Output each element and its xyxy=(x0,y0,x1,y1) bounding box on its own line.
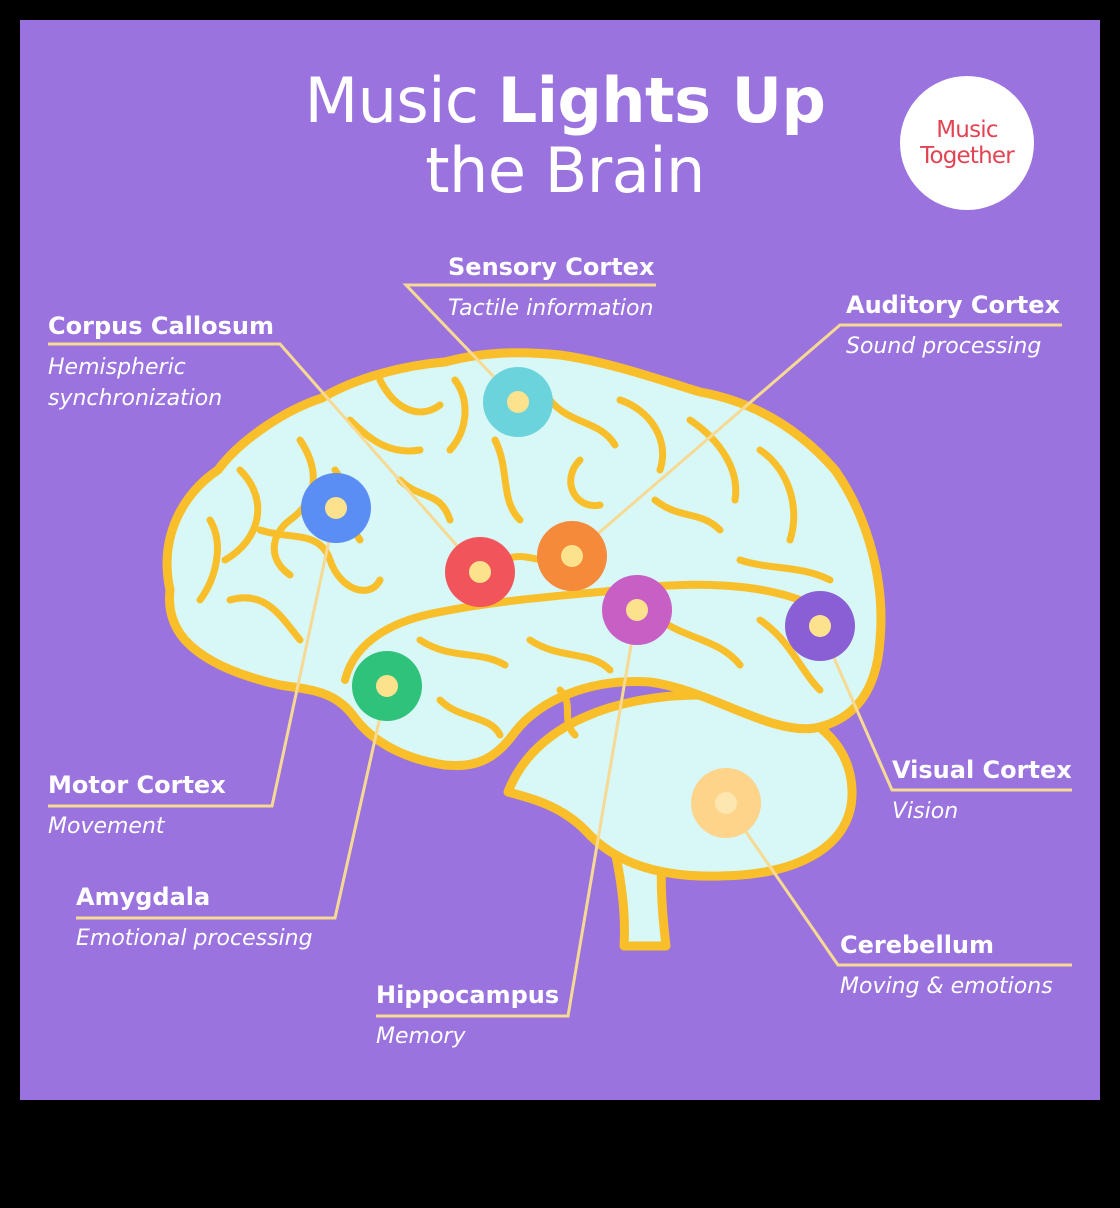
leader-line-visual-cortex xyxy=(818,625,1072,792)
marker-dot-visual-cortex xyxy=(809,615,831,637)
desc-visual-cortex: Vision xyxy=(892,799,959,824)
label-amygdala: Amygdala xyxy=(76,883,211,911)
region-marker-amygdala[interactable] xyxy=(352,651,422,721)
region-marker-motor-cortex[interactable] xyxy=(301,473,371,543)
marker-dot-cerebellum xyxy=(715,792,737,814)
region-marker-sensory-cortex[interactable] xyxy=(483,367,553,437)
desc-hippocampus: Memory xyxy=(376,1024,466,1049)
music-together-logo-icon[interactable]: Music Together xyxy=(900,76,1034,210)
leader-line-motor-cortex xyxy=(48,507,338,808)
label-auditory-cortex: Auditory Cortex xyxy=(846,291,1061,319)
label-sensory-cortex: Sensory Cortex xyxy=(448,253,655,281)
brain-folds xyxy=(196,376,834,739)
label-hippocampus: Hippocampus xyxy=(376,981,560,1009)
region-marker-hippocampus[interactable] xyxy=(602,575,672,645)
marker-dot-sensory-cortex xyxy=(507,391,529,413)
page-title-line-2: the Brain xyxy=(425,134,705,207)
region-marker-cerebellum[interactable] xyxy=(691,768,761,838)
desc-sensory-cortex: Tactile information xyxy=(448,296,654,321)
label-visual-cortex: Visual Cortex xyxy=(892,756,1072,784)
marker-dot-hippocampus xyxy=(626,599,648,621)
label-motor-cortex: Motor Cortex xyxy=(48,771,226,799)
leader-line-hippocampus xyxy=(376,609,639,1018)
desc-corpus-callosum-2: synchronization xyxy=(48,386,223,411)
title-light-text: Music xyxy=(304,64,479,137)
page-title: Music Lights Up xyxy=(150,66,980,136)
marker-dot-motor-cortex xyxy=(325,497,347,519)
label-cerebellum: Cerebellum xyxy=(840,931,995,959)
region-marker-visual-cortex[interactable] xyxy=(785,591,855,661)
temporal-lobe-boundary xyxy=(341,580,804,684)
desc-corpus-callosum: Hemispheric xyxy=(48,355,186,380)
desc-motor-cortex: Movement xyxy=(48,814,165,839)
marker-dot-auditory-cortex xyxy=(561,545,583,567)
region-marker-auditory-cortex[interactable] xyxy=(537,521,607,591)
leader-line-corpus-callosum xyxy=(48,342,482,573)
leader-lines xyxy=(48,283,1072,1018)
desc-auditory-cortex: Sound processing xyxy=(846,334,1042,359)
title-bold-text: Lights Up xyxy=(497,64,826,137)
leader-line-auditory-cortex xyxy=(571,323,1062,558)
desc-amygdala: Emotional processing xyxy=(76,926,313,951)
leader-line-amygdala xyxy=(76,685,389,920)
cerebellum-shape xyxy=(503,690,857,881)
logo-text-line-2: Together xyxy=(920,143,1015,169)
leader-line-cerebellum xyxy=(724,802,1072,967)
marker-dot-corpus-callosum xyxy=(469,561,491,583)
leader-line-sensory-cortex xyxy=(402,283,656,404)
desc-cerebellum: Moving & emotions xyxy=(840,974,1053,999)
marker-dot-amygdala xyxy=(376,675,398,697)
region-marker-corpus-callosum[interactable] xyxy=(445,537,515,607)
logo-text-line-1: Music xyxy=(936,117,998,143)
label-corpus-callosum: Corpus Callosum xyxy=(48,312,274,340)
